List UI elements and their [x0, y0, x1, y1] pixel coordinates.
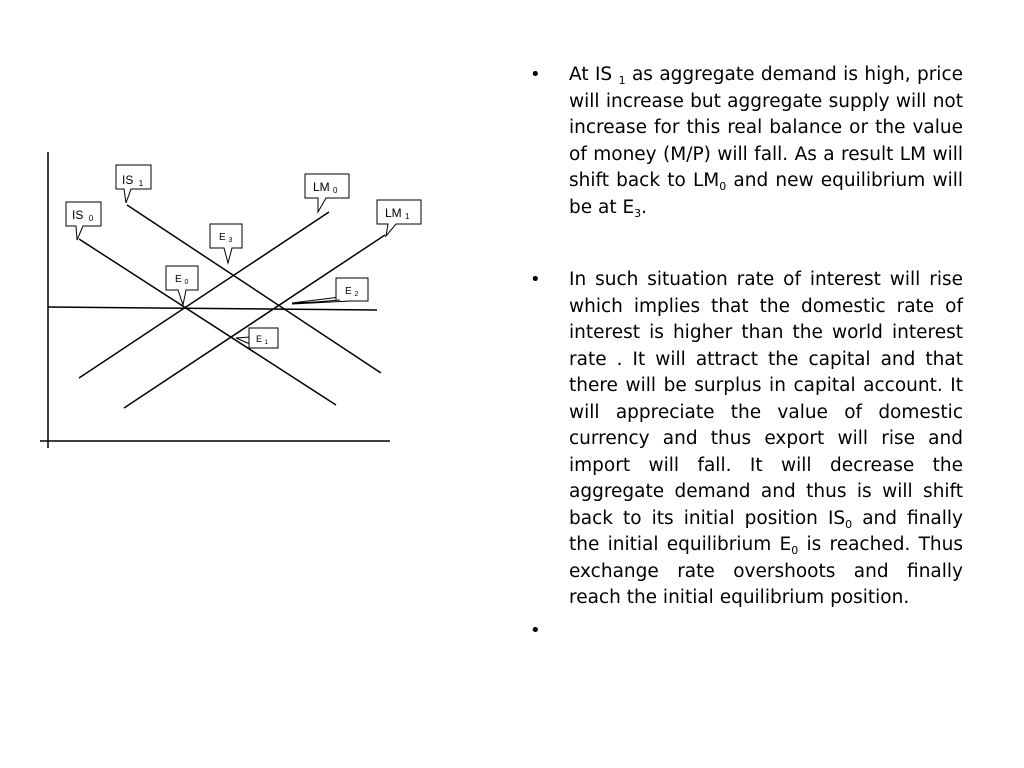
bullet-1-text-d: . — [641, 196, 648, 218]
bullet-1-sub-b: 0 — [719, 180, 727, 193]
callout-lm0: LM 0 — [304, 173, 350, 214]
lm0-curve — [78, 211, 330, 379]
bullet-2-sub-a: 0 — [845, 517, 853, 531]
callout-e0: E 0 — [165, 265, 199, 307]
bullet-item-3: • — [530, 618, 963, 645]
bullet-dot: • — [530, 64, 541, 85]
label-is0-main: IS — [72, 208, 83, 222]
callout-lm1: LM 1 — [376, 199, 422, 238]
bullet-2-sub-b: 0 — [791, 544, 799, 557]
label-lm1-sub: 1 — [405, 212, 410, 221]
label-e0-main: E — [175, 274, 182, 285]
bullet-1-sub-c: 3 — [634, 206, 642, 220]
label-lm0-main: LM — [313, 180, 330, 194]
bullet-dot: • — [530, 619, 541, 641]
label-e1-sub: 1 — [265, 340, 269, 346]
svg-text:LM 1: LM 1 — [385, 206, 410, 221]
callout-is0: IS 0 — [65, 201, 102, 241]
bullet-item-2: • In such situation rate of interest wil… — [530, 267, 963, 612]
label-is0-sub: 0 — [89, 214, 94, 223]
bullet-list: • At IS 1 as aggregate demand is high, p… — [530, 62, 963, 645]
svg-text:IS 1: IS 1 — [122, 173, 144, 188]
callout-e2: E 2 — [291, 277, 369, 305]
label-e3-sub: 3 — [228, 237, 232, 244]
label-is1-main: IS — [122, 173, 133, 187]
world-interest-rate-line — [47, 306, 378, 311]
callout-is1: IS 1 — [115, 164, 152, 204]
label-lm1-main: LM — [385, 206, 402, 220]
bullet-2-text-a: In such situation rate of interest will … — [569, 269, 963, 529]
is0-curve — [78, 238, 337, 406]
bullet-1-text-c: and new equilibrium will be at E — [569, 170, 963, 218]
label-e0-sub: 0 — [184, 279, 188, 286]
label-e2-sub: 2 — [354, 291, 358, 298]
lm1-curve — [123, 234, 386, 409]
label-is1-sub: 1 — [139, 179, 144, 188]
svg-text:LM 0: LM 0 — [313, 180, 338, 195]
svg-text:E 0: E 0 — [175, 274, 188, 286]
label-e1-main: E — [256, 334, 262, 344]
bullet-2-text-c: is reached. Thus exchange rate overshoot… — [569, 534, 963, 608]
svg-text:E 3: E 3 — [219, 232, 232, 244]
bullet-1-sub-a: 1 — [618, 74, 626, 87]
bullet-2-text-b: and finally the initial equilibrium E — [569, 507, 963, 556]
bullet-1-text-b: as aggregate demand is high, price will … — [569, 64, 964, 191]
callout-e1: E 1 — [235, 327, 279, 349]
callout-e3: E 3 — [209, 223, 243, 265]
label-lm0-sub: 0 — [333, 186, 338, 195]
bullet-item-1: • At IS 1 as aggregate demand is high, p… — [530, 62, 963, 221]
label-e2-main: E — [345, 286, 352, 297]
svg-text:E 2: E 2 — [345, 286, 358, 298]
svg-text:E 1: E 1 — [256, 334, 269, 346]
label-e3-main: E — [219, 232, 226, 243]
is-lm-diagram: IS 1 IS 0 LM 0 LM 1 — [40, 152, 422, 448]
is1-curve — [126, 204, 382, 374]
bullet-dot: • — [530, 269, 541, 290]
bullet-1-text-a: At IS — [569, 64, 619, 85]
svg-text:IS 0: IS 0 — [72, 208, 94, 223]
